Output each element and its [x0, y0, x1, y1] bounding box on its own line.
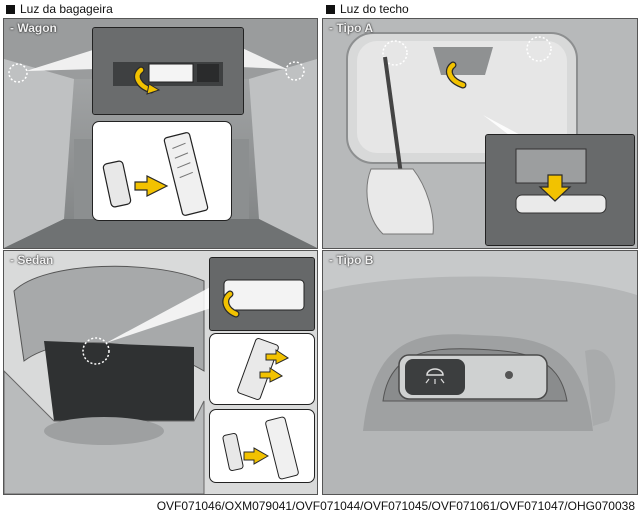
sedan-label: - Sedan	[10, 253, 54, 267]
sedan-bulb-inset	[209, 409, 315, 483]
figure-reference-codes: OVF071046/OXM079041/OVF071044/OVF071045/…	[156, 499, 635, 513]
pointer-arrow-icon	[223, 291, 239, 317]
pointer-arrow-icon	[538, 174, 572, 202]
wagon-lamp-closeup	[92, 27, 244, 115]
pointer-arrow-icon	[259, 367, 283, 383]
header-luz-da-bagageira: Luz da bagageira	[6, 2, 113, 17]
header-luz-do-techo: Luz do techo	[326, 2, 409, 17]
sedan-trunk-panel: - Sedan	[3, 250, 318, 495]
wagon-bulb-inset	[92, 121, 232, 221]
pointer-arrow-icon	[243, 447, 270, 465]
tipo-a-bulb-closeup	[485, 134, 635, 246]
wagon-trunk-panel: - Wagon	[3, 18, 318, 249]
tipo-a-panel: - Tipo A	[322, 18, 638, 249]
pointer-arrow-icon	[265, 349, 289, 365]
dome-light-icon	[425, 368, 445, 384]
tipo-a-label: - Tipo A	[329, 21, 373, 35]
header-right-text: Luz do techo	[340, 2, 409, 16]
tipo-b-panel: - Tipo B	[322, 250, 638, 495]
tipo-b-label: - Tipo B	[329, 253, 374, 267]
black-square-icon	[326, 5, 335, 14]
header-left-text: Luz da bagageira	[20, 2, 113, 16]
tipo-b-illustration	[323, 251, 637, 494]
wagon-label: - Wagon	[10, 21, 57, 35]
sedan-lamp-closeup	[209, 257, 315, 331]
black-square-icon	[6, 5, 15, 14]
pointer-arrow-icon	[134, 175, 169, 197]
sedan-housing-inset	[209, 333, 315, 405]
pointer-arrow-icon	[447, 62, 466, 88]
